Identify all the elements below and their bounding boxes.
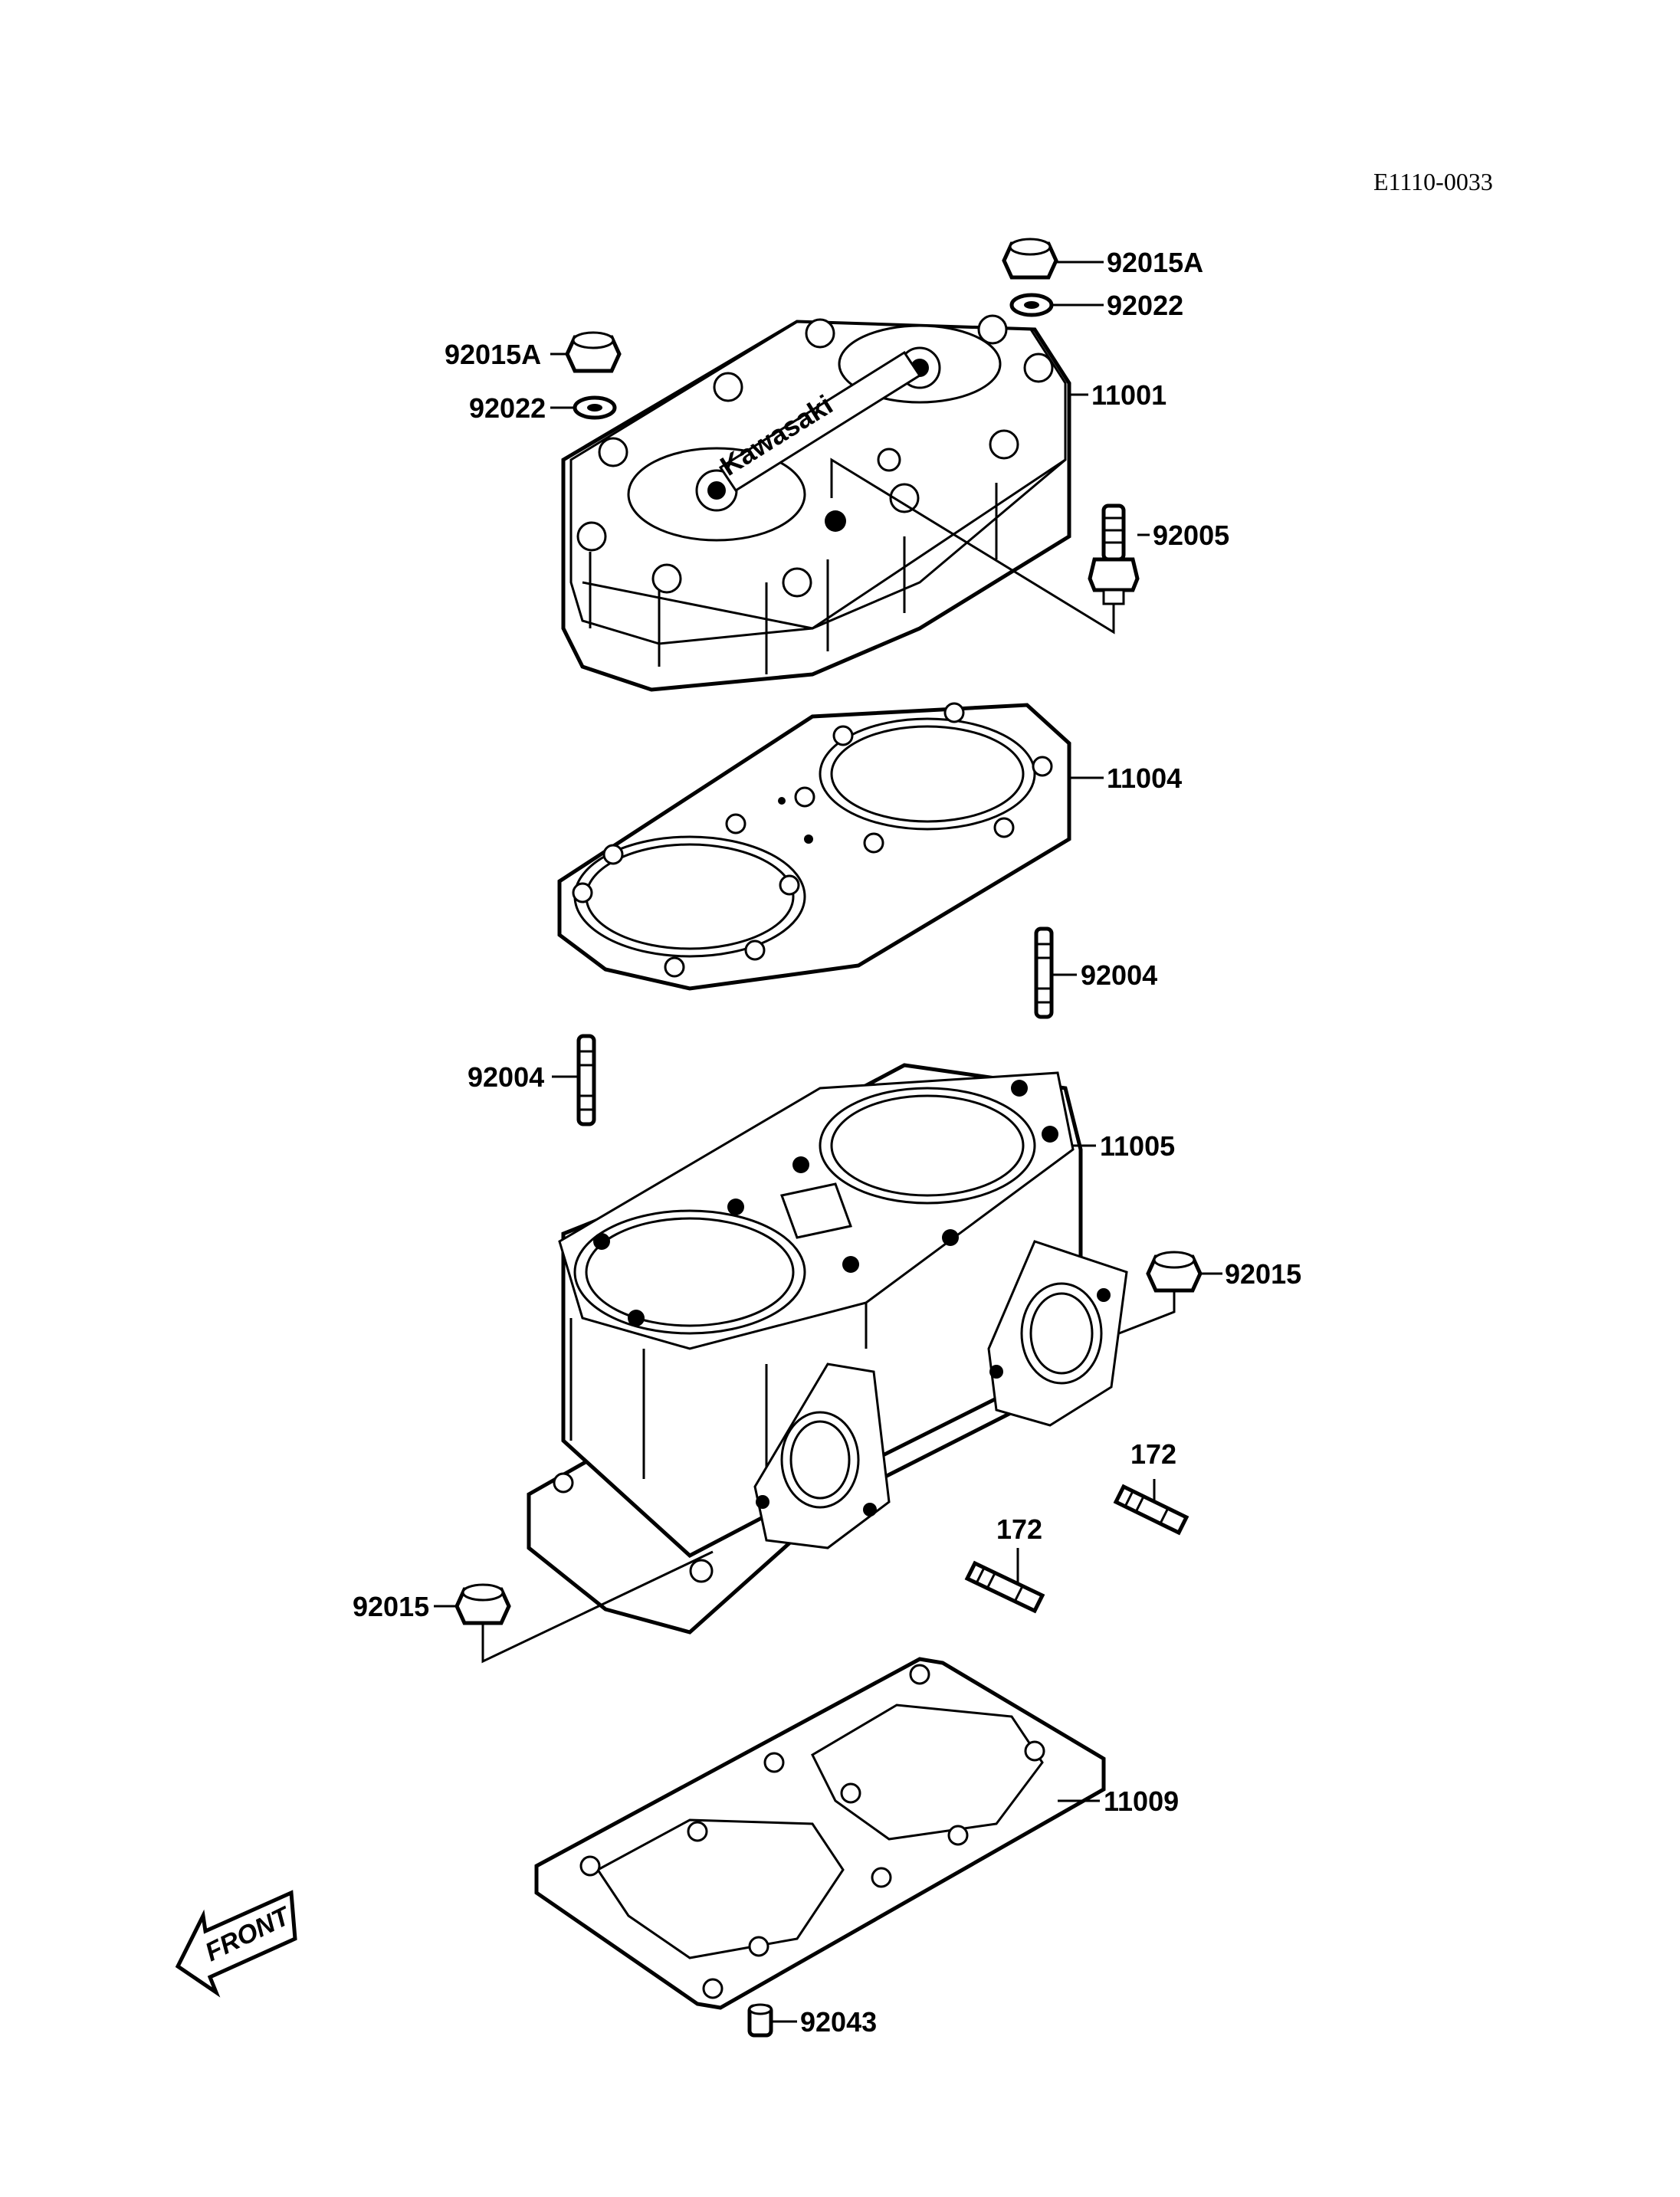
cylinder-block-11005 (527, 1063, 1128, 1635)
label-92043: 92043 (800, 2006, 877, 2038)
drawing-code: E1110-0033 (1373, 168, 1493, 195)
label-11004: 11004 (1107, 762, 1182, 794)
nut-92015A-top (1002, 238, 1104, 280)
label-11005: 11005 (1100, 1130, 1175, 1162)
label-92022-top: 92022 (1107, 290, 1183, 321)
label-92015-left: 92015 (353, 1591, 429, 1622)
label-172-mid: 172 (996, 1513, 1042, 1545)
label-92022-left: 92022 (469, 392, 546, 424)
washer-92022-left (550, 395, 617, 420)
base-gasket-11009 (534, 1657, 1106, 2010)
label-172-right: 172 (1130, 1438, 1176, 1470)
label-11009: 11009 (1104, 1785, 1179, 1817)
stud-172-right (1113, 1479, 1189, 1536)
label-92005: 92005 (1153, 520, 1229, 551)
front-arrow: FRONT (175, 1890, 297, 1998)
dowel-pin-92043 (747, 2003, 797, 2038)
nut-92015A-left (550, 331, 622, 373)
label-92004-left: 92004 (468, 1061, 544, 1093)
label-92015-right: 92015 (1225, 1258, 1301, 1290)
label-11001: 11001 (1091, 379, 1166, 411)
washer-92022-top (1009, 293, 1104, 317)
nut-92015-left (434, 1550, 714, 1664)
stud-92004-right (1034, 926, 1077, 1019)
stud-172-mid (964, 1548, 1045, 1614)
label-92004-right: 92004 (1081, 959, 1157, 991)
label-92015A-left: 92015A (445, 339, 541, 370)
nut-92015-right (1118, 1251, 1222, 1335)
fitting-92005 (830, 457, 1150, 635)
label-92015A-top: 92015A (1107, 247, 1203, 278)
stud-92004-left (552, 1034, 596, 1126)
head-gasket-11004 (557, 702, 1104, 991)
cylinder-head-11001: Kawasaki (561, 314, 1088, 692)
